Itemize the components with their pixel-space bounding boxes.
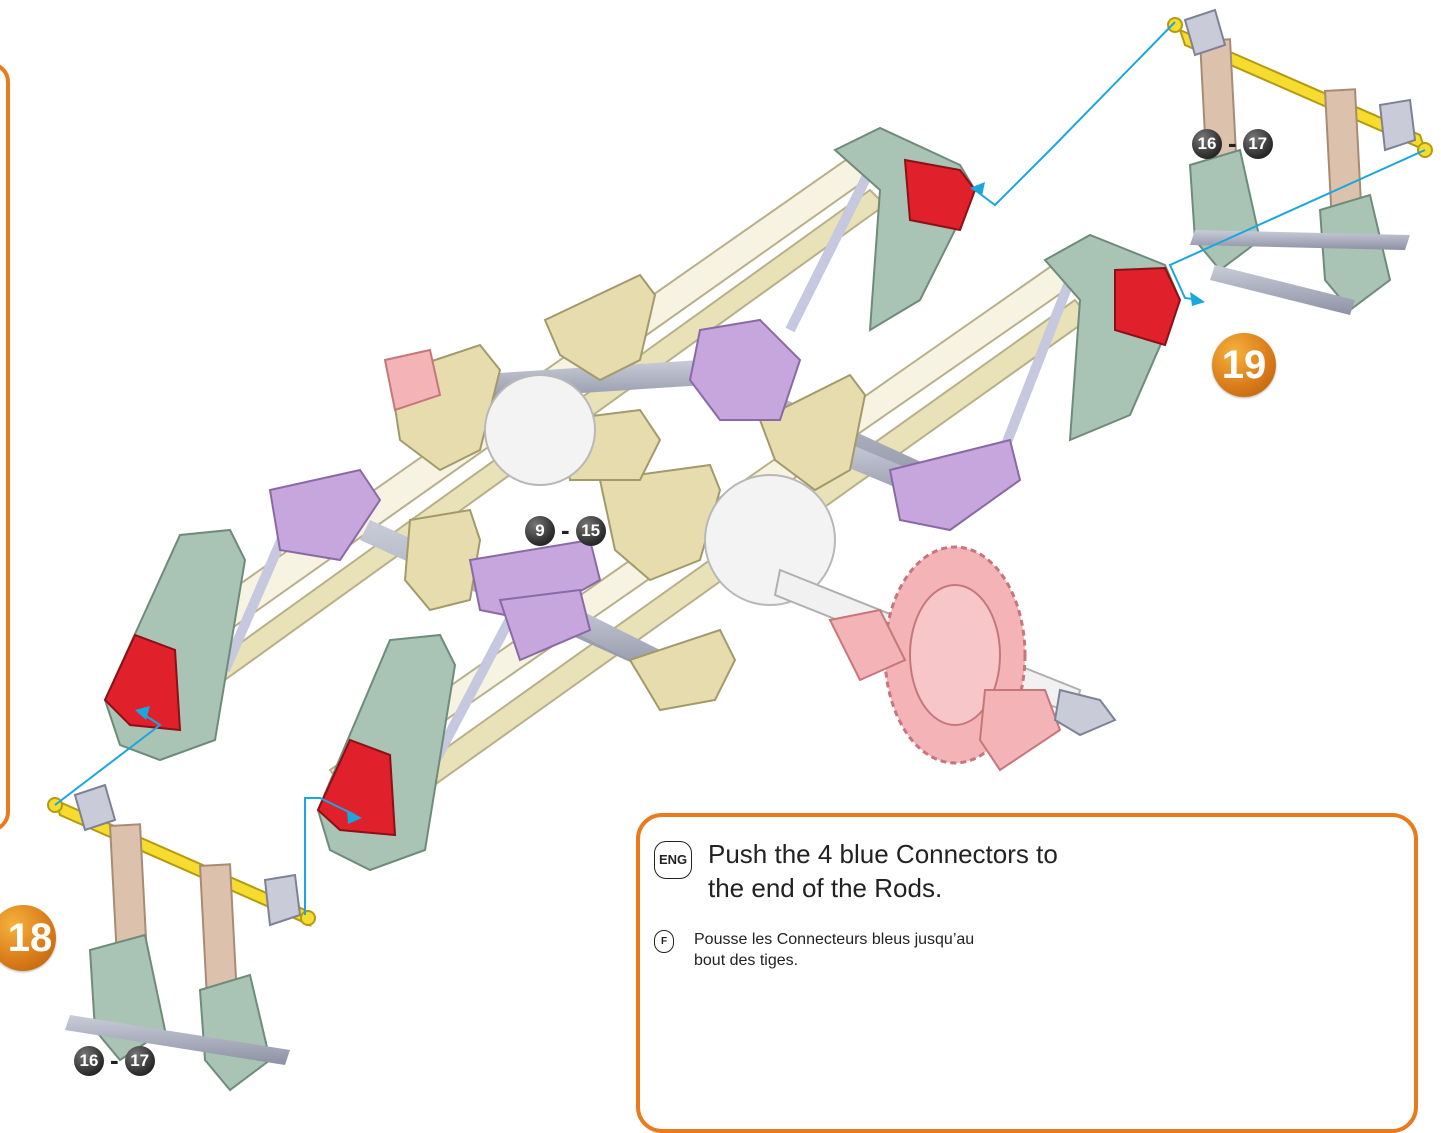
language-tag-eng: ENG (654, 841, 692, 879)
range-top-right: 16 - 17 (1192, 128, 1273, 159)
note-box: ENG Push the 4 blue Connectors to the en… (636, 813, 1418, 1133)
range-top-right-from: 16 (1192, 129, 1222, 159)
step-19-number: 19 (1222, 343, 1267, 388)
note-french-text: Pousse les Connecteurs bleus jusqu’au bo… (694, 929, 984, 971)
range-top-right-to: 17 (1243, 129, 1273, 159)
range-top-right-separator: - (1228, 128, 1237, 159)
range-bottom-left-from: 16 (74, 1046, 104, 1076)
range-bottom-left: 16 - 17 (74, 1045, 155, 1076)
step-19-badge: 19 (1212, 333, 1276, 397)
top-back-bracket (835, 128, 975, 330)
range-main-from: 9 (525, 516, 555, 546)
bottom-front-bracket (318, 635, 455, 870)
bottom-back-bracket (105, 530, 245, 760)
language-tag-fr: F (654, 930, 674, 953)
step-18-number: 18 (8, 916, 53, 961)
note-french: F Pousse les Connecteurs bleus jusqu’au … (654, 929, 1054, 971)
top-front-bracket (1045, 235, 1180, 440)
range-main: 9 - 15 (525, 515, 606, 546)
range-bottom-left-to: 17 (125, 1046, 155, 1076)
range-bottom-left-separator: - (110, 1045, 119, 1076)
subassembly-top-right (1168, 10, 1432, 315)
range-main-separator: - (561, 515, 570, 546)
instruction-page: 19 18 9 - 15 16 - 17 16 - 17 ENG Push th… (0, 0, 1441, 1108)
note-english: ENG Push the 4 blue Connectors to the en… (654, 837, 1114, 905)
range-main-to: 15 (576, 516, 606, 546)
note-english-text: Push the 4 blue Connectors to the end of… (708, 837, 1098, 905)
